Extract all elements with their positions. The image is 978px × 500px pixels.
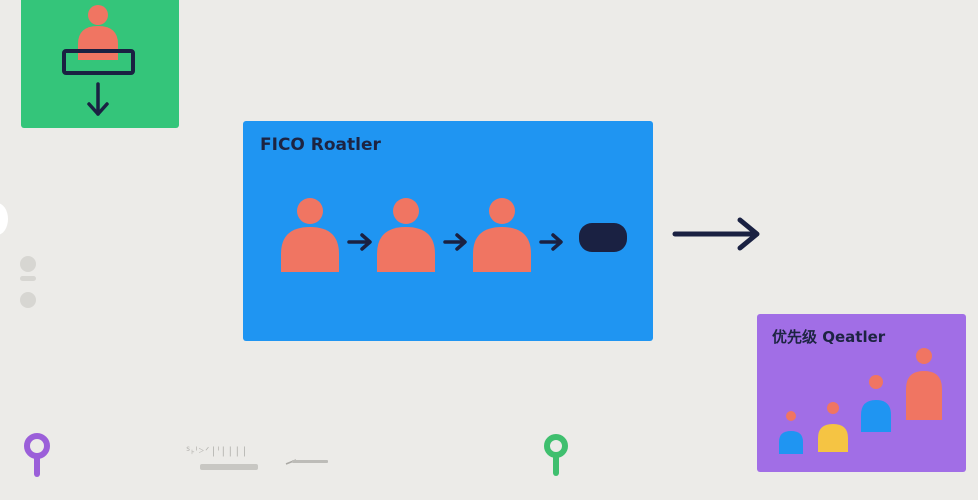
arrow-right-icon <box>539 233 563 251</box>
purple-card-title: 优先级 Qeatler <box>772 328 886 346</box>
person-icon <box>861 375 891 432</box>
person-icon <box>779 411 803 454</box>
arrow-right-icon <box>347 233 372 251</box>
person-icon <box>473 198 531 272</box>
edge-circle <box>0 203 8 235</box>
priority-diagram <box>779 348 942 454</box>
caption-marks <box>200 459 328 470</box>
end-node-icon <box>579 223 627 252</box>
map-pin-icon <box>544 434 568 476</box>
purple-priority-card: 优先级 Qeatler <box>757 314 966 472</box>
side-dot <box>20 292 36 308</box>
caption-text: ᔆ˫ᑊ˃ᐟ∣ᑊ∣∣∣∣ <box>186 446 249 457</box>
blue-flow-card: FICO Roatler <box>243 121 653 341</box>
person-icon <box>906 348 942 420</box>
blue-card-title: FICO Roatler <box>260 135 381 155</box>
flow-diagram <box>281 198 627 272</box>
side-dot <box>20 256 36 272</box>
side-dash <box>20 276 36 281</box>
arrow-right-icon <box>443 233 467 251</box>
big-arrow-icon <box>672 217 760 251</box>
person-icon <box>377 198 435 272</box>
person-download-icon <box>62 5 135 116</box>
map-pin-icon <box>24 433 50 477</box>
green-card <box>21 0 179 128</box>
person-icon <box>818 402 848 452</box>
person-icon <box>281 198 339 272</box>
